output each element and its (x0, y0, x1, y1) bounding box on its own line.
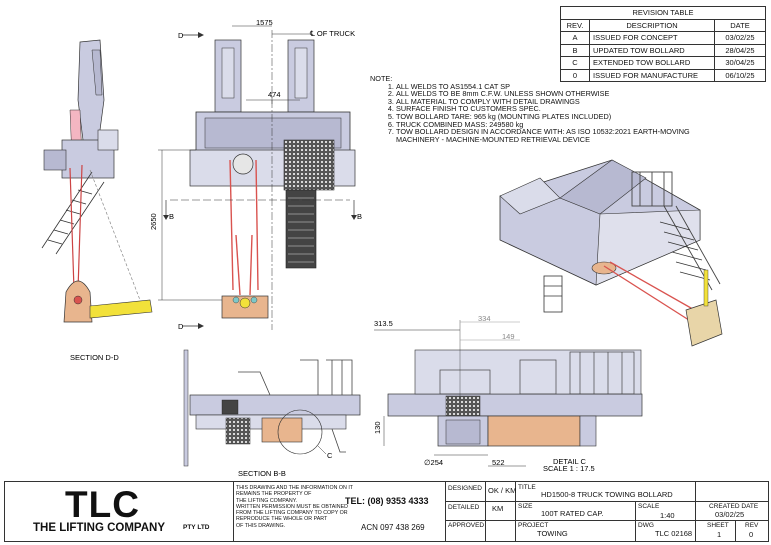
size-label: SIZE (518, 503, 533, 510)
dim-149: 149 (502, 332, 515, 341)
title-block: TLC THE LIFTING COMPANY PTY LTD THIS DRA… (4, 481, 769, 542)
dwg-value: TLC 02168 (655, 529, 693, 538)
notes-heading: NOTE: (370, 74, 393, 83)
isometric-view (499, 159, 723, 347)
detail-c-view (374, 320, 643, 467)
section-bb-label: SECTION B-B (238, 469, 286, 478)
description-cell: ISSUED FOR MANUFACTURE (589, 68, 715, 82)
marker-c: C (327, 451, 333, 460)
drawing-title: HD1500-8 TRUCK TOWING BOLLARD (541, 490, 673, 499)
dim-334: 334 (478, 314, 491, 323)
telephone: TEL: (08) 9353 4333 (345, 496, 429, 506)
dim-1575: 1575 (256, 18, 273, 27)
logo-pty: PTY LTD (183, 524, 210, 531)
marker-d-bottom: D (178, 322, 184, 331)
note-item: SURFACE FINISH TO CUSTOMERS SPEC. (396, 105, 696, 113)
detail-c-scale: SCALE 1 : 17.5 (543, 464, 595, 473)
logo-tlc: TLC (65, 484, 140, 525)
section-bb-view (183, 349, 361, 467)
dim-254: ∅254 (424, 458, 443, 467)
sheet-value: 1 (717, 530, 722, 539)
marker-b-right: B (357, 212, 362, 221)
sheet-label: SHEET (707, 522, 729, 529)
disclaimer: THIS DRAWING AND THE INFORMATION ON IT R… (236, 485, 354, 529)
approved-label: APPROVED (448, 522, 485, 529)
dim-474: 474 (268, 90, 281, 99)
rev-value: 0 (749, 530, 754, 539)
detail-c-label: DETAIL C (553, 457, 587, 466)
note-item: TRUCK COMBINED MASS: 249580 kg (396, 120, 696, 129)
marker-d-top: D (178, 31, 184, 40)
created-date-label: CREATED DATE (709, 503, 759, 510)
revision-row: B UPDATED TOW BOLLARD 28/04/25 (560, 43, 766, 57)
project-label: PROJECT (518, 522, 549, 529)
dwg-label: DWG (638, 522, 654, 529)
date-cell: 06/10/25 (714, 68, 766, 82)
designed-label: DESIGNED (448, 485, 482, 492)
scale-label: SCALE (638, 503, 660, 510)
dim-2650: 2650 (149, 213, 158, 230)
centre-line-label: ℄ OF TRUCK (309, 29, 355, 38)
dim-313-5: 313.5 (374, 319, 393, 328)
dim-130: 130 (373, 421, 382, 434)
notes: NOTE: ALL WELDS TO AS1554.1 CAT SP ALL W… (370, 75, 696, 143)
note-item: ALL WELDS TO BE 8mm C.F.W. UNLESS SHOWN … (396, 90, 696, 98)
note-item: ALL MATERIAL TO COMPLY WITH DETAIL DRAWI… (396, 98, 696, 106)
note-item: TOW BOLLARD DESIGN IN ACCORDANCE WITH: A… (396, 128, 696, 143)
size-value: 100T RATED CAP. (541, 509, 604, 518)
rev-label: REV (745, 522, 759, 529)
detailed-value: KM (492, 504, 504, 513)
acn: ACN 097 438 269 (361, 523, 425, 532)
section-dd-view (41, 32, 204, 329)
scale-value: 1:40 (660, 511, 675, 520)
marker-b-left: B (169, 212, 174, 221)
project-value: TOWING (537, 529, 568, 538)
dim-522: 522 (492, 458, 505, 467)
drawing-sheet: SECTION D-D D D (41, 18, 723, 478)
section-dd-label: SECTION D-D (70, 353, 119, 362)
front-view (158, 25, 357, 330)
designed-value: OK / KM (488, 486, 517, 495)
revision-table: REVISION TABLE REV. DESCRIPTION DATE A I… (560, 6, 766, 82)
created-date-value: 03/02/25 (715, 510, 745, 519)
revision-row: 0 ISSUED FOR MANUFACTURE 06/10/25 (560, 68, 766, 82)
title-label: TITLE (518, 484, 536, 491)
logo-company-name: THE LIFTING COMPANY (33, 522, 166, 534)
note-item: TOW BOLLARD TARE: 965 kg (MOUNTING PLATE… (396, 113, 696, 121)
detailed-label: DETAILED (448, 504, 480, 511)
note-item: ALL WELDS TO AS1554.1 CAT SP (396, 82, 696, 91)
